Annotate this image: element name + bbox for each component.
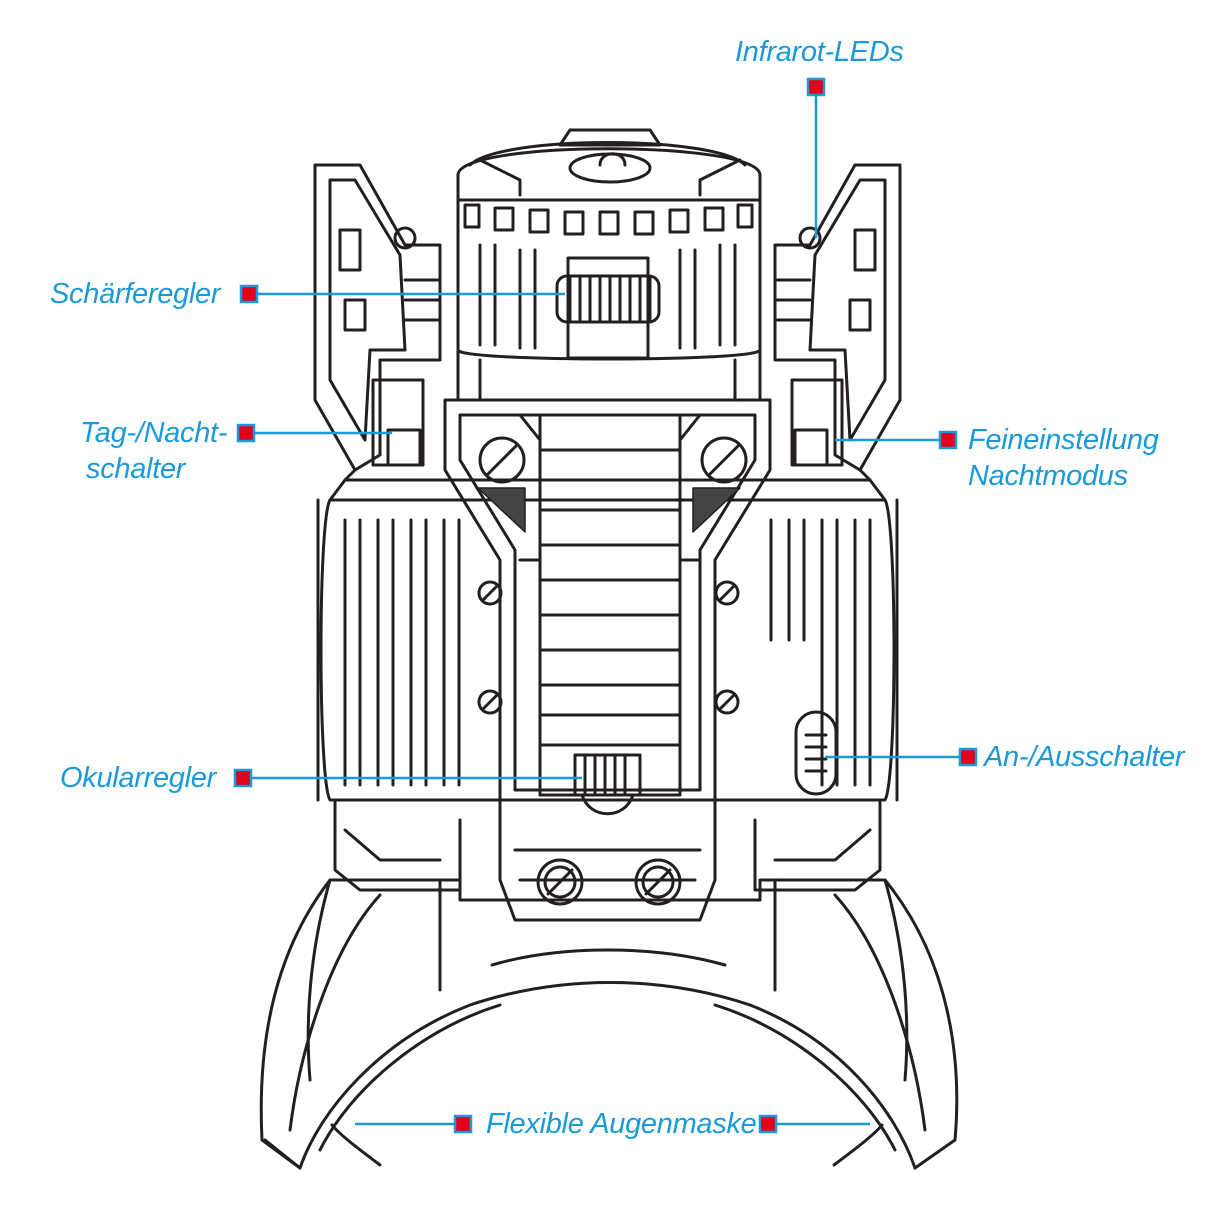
eyepiece-knob-drawing [573,753,642,816]
speaker-mesh-drawing [477,487,741,533]
square-marker-icon [938,430,958,450]
square-marker-icon [758,1114,778,1134]
square-marker-icon [233,768,253,788]
label-tag-nacht-schalter: Tag-/Nacht- schalter [80,415,228,487]
square-marker-icon [958,747,978,767]
square-marker-icon [239,284,259,304]
power-switch-drawing [794,710,838,796]
label-flexible-augenmaske: Flexible Augenmaske [486,1108,757,1140]
leader-lines [250,95,960,1126]
label-feineinstellung-line1: Feineinstellung [968,424,1159,456]
eye-mask-drawing [259,878,959,1170]
label-feineinstellung-line2: Nachtmodus [968,460,1128,492]
label-tag-nacht-line1: Tag-/Nacht- [80,417,228,449]
label-tag-nacht-line2: schalter [86,453,186,485]
label-feineinstellung-nachtmodus: Feineinstellung Nachtmodus [968,422,1159,494]
label-infrarot-leds: Infrarot-LEDs [735,36,904,68]
label-okularregler: Okularregler [60,762,216,794]
square-marker-icon [453,1114,473,1134]
square-marker-icon [236,423,256,443]
main-body-drawing [316,478,899,802]
markers [233,77,978,1134]
focus-knob-drawing [555,256,661,360]
square-marker-icon [806,77,826,97]
label-schaerferegler: Schärferegler [50,278,221,310]
label-an-ausschalter: An-/Ausschalter [984,741,1185,773]
center-plate-drawing [443,398,772,802]
lower-block-drawing [333,798,882,922]
upper-housing-drawing [313,163,902,482]
